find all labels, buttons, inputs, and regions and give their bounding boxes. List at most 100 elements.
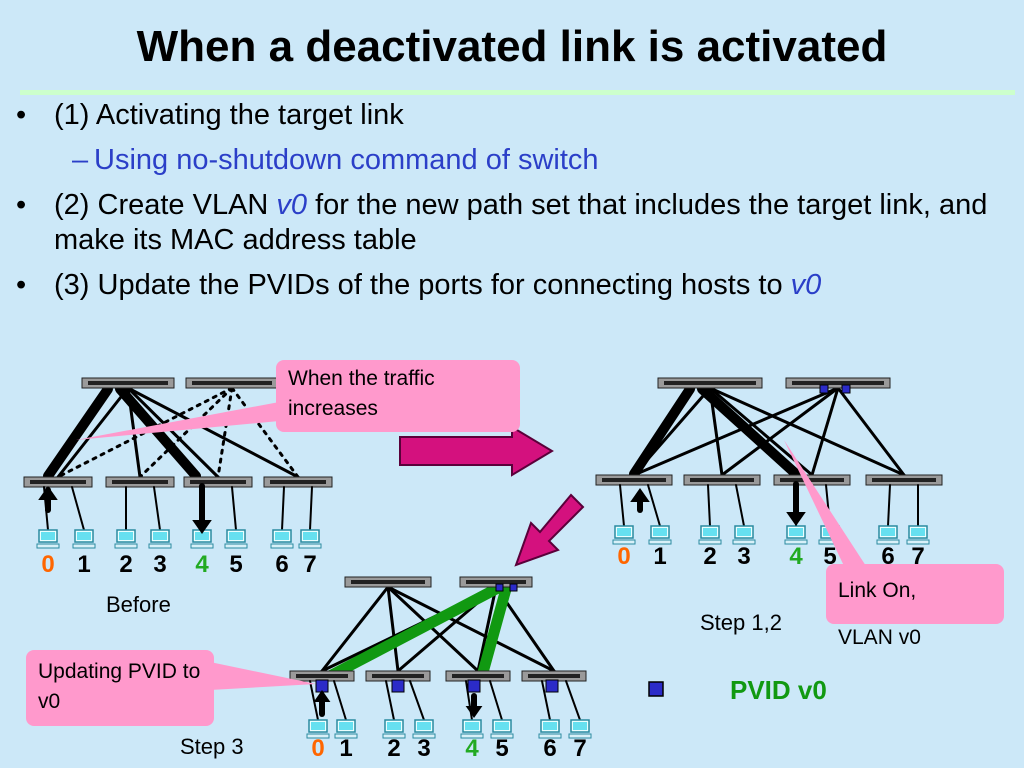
step3-host-3-keyboard bbox=[412, 733, 436, 739]
step3-host-number-7: 7 bbox=[573, 735, 586, 762]
callout-traffic: When the traffic increases bbox=[276, 360, 520, 432]
bullet-dot: • bbox=[16, 269, 27, 301]
step3-host-2-display bbox=[387, 722, 401, 730]
step3-link-core1-edge1 bbox=[386, 585, 400, 673]
before-host-number-2: 2 bbox=[119, 551, 132, 578]
before-traffic-path-a bbox=[43, 384, 113, 481]
step3-arrow-down-head bbox=[465, 706, 483, 718]
before-host-number-7: 7 bbox=[303, 551, 316, 578]
step12-arrow-up-head bbox=[630, 488, 650, 502]
step12-host-6-keyboard bbox=[876, 539, 900, 545]
step3-host-number-0: 0 bbox=[311, 735, 324, 762]
step3-link-core1-edge3 bbox=[386, 585, 556, 673]
step12-host-number-2: 2 bbox=[703, 543, 716, 570]
before-host-6-display bbox=[275, 532, 289, 540]
step3-core-switch-2-ports bbox=[466, 580, 526, 584]
step3-uplink-a0 bbox=[309, 680, 319, 721]
before-host-1-keyboard bbox=[72, 543, 96, 549]
step3-host-0-display bbox=[311, 722, 325, 730]
before-host-number-4: 4 bbox=[195, 551, 209, 578]
step3-host-5-keyboard bbox=[490, 733, 514, 739]
step3-vlan-path-b bbox=[476, 583, 512, 682]
step3-core-switch-1-ports bbox=[351, 580, 425, 584]
step12-host-1-keyboard bbox=[648, 539, 672, 545]
before-core-switch-1-ports bbox=[88, 381, 168, 385]
before-edge-switch-0-ports bbox=[30, 480, 86, 484]
step12-link-core2-edge2 bbox=[810, 386, 840, 477]
step3-host-6-keyboard bbox=[538, 733, 562, 739]
callout-updating-pointer bbox=[210, 662, 316, 690]
before-core-switch-2-ports bbox=[192, 381, 272, 385]
label-vlan-v0: VLAN v0 bbox=[838, 626, 921, 649]
step3-edge-pvid-marker-1 bbox=[391, 679, 405, 693]
step12-uplink-a1 bbox=[707, 484, 711, 527]
step12-link-core2-edge0 bbox=[632, 386, 840, 477]
step3-edge-switch-0-ports bbox=[296, 674, 348, 678]
step12-host-number-3: 3 bbox=[737, 543, 750, 570]
before-host-number-5: 5 bbox=[229, 551, 242, 578]
step3-host-number-3: 3 bbox=[417, 735, 430, 762]
before-edge-switch-1-ports bbox=[112, 480, 168, 484]
before-host-0-display bbox=[41, 532, 55, 540]
step3-edge-switch-1-ports bbox=[372, 674, 424, 678]
step3-uplink-a1 bbox=[385, 680, 395, 721]
bullet-dot: • bbox=[16, 99, 27, 131]
step12-uplink-b1 bbox=[735, 484, 745, 527]
step12-edge-switch-1-ports bbox=[690, 478, 754, 482]
step12-host-3-display bbox=[737, 528, 751, 536]
step12-link-core1-edge3 bbox=[708, 386, 906, 477]
step3-core-pvid-marker-a bbox=[495, 583, 504, 592]
step3-host-3-display bbox=[417, 722, 431, 730]
step3-host-7-display bbox=[573, 722, 587, 730]
before-host-number-1: 1 bbox=[77, 551, 90, 578]
bullet-dot: • bbox=[16, 189, 27, 221]
step3-link-core1-edge0 bbox=[320, 585, 390, 673]
callout-traffic-pointer bbox=[76, 400, 290, 440]
step12-uplink-a0 bbox=[619, 484, 625, 527]
bullet-2-text-rest: for the new path set that includes the t… bbox=[54, 189, 988, 256]
step3-host-0-keyboard bbox=[306, 733, 330, 739]
step3-host-5-display bbox=[495, 722, 509, 730]
before-uplink-b1 bbox=[153, 486, 161, 531]
step3-host-1-display bbox=[339, 722, 353, 730]
step12-host-7-keyboard bbox=[906, 539, 930, 545]
before-host-number-6: 6 bbox=[275, 551, 288, 578]
step3-uplink-b0 bbox=[333, 680, 347, 721]
callout-link-on: Link On, bbox=[826, 564, 1004, 624]
step12-pvid-marker-a bbox=[819, 384, 829, 394]
step12-host-1-display bbox=[653, 528, 667, 536]
before-host-number-0: 0 bbox=[41, 551, 54, 578]
before-host-1-display bbox=[77, 532, 91, 540]
before-host-7-display bbox=[303, 532, 317, 540]
sub-bullet-dash: – bbox=[72, 144, 89, 176]
step12-host-0-display bbox=[617, 528, 631, 536]
step3-arrow-up-head bbox=[313, 690, 331, 702]
legend-pvid-marker bbox=[648, 681, 664, 697]
before-edge-switch-2-ports bbox=[190, 480, 246, 484]
step12-host-7-display bbox=[911, 528, 925, 536]
step12-host-number-5: 5 bbox=[823, 543, 836, 570]
step12-edge-switch-2-ports bbox=[780, 478, 844, 482]
step3-host-number-6: 6 bbox=[543, 735, 556, 762]
step12-link-core2-edge1 bbox=[720, 386, 840, 477]
callout-link-on-pointer bbox=[784, 440, 866, 566]
step3-host-2-keyboard bbox=[382, 733, 406, 739]
step3-host-7-keyboard bbox=[568, 733, 592, 739]
step12-host-2-display bbox=[703, 528, 717, 536]
step3-vlan-path-a bbox=[324, 583, 502, 682]
before-host-0-keyboard bbox=[36, 543, 60, 549]
step3-host-number-4: 4 bbox=[465, 735, 479, 762]
vlan-v0-emphasis: v0 bbox=[276, 189, 308, 221]
before-link-core1-edge2 bbox=[126, 386, 220, 479]
before-link-core1-edge3 bbox=[126, 386, 300, 479]
before-uplink-a3 bbox=[281, 486, 285, 531]
step3-host-4-keyboard bbox=[460, 733, 484, 739]
bullet-3: • (3) Update the PVIDs of the ports for … bbox=[14, 268, 1019, 303]
bullet-1: • (1) Activating the target link bbox=[14, 98, 1019, 133]
step3-host-number-2: 2 bbox=[387, 735, 400, 762]
step3-uplink-b2 bbox=[489, 680, 503, 721]
step12-host-6-display bbox=[881, 528, 895, 536]
step12-edge-switch-0-ports bbox=[602, 478, 666, 482]
before-traffic-path-b bbox=[115, 384, 201, 481]
